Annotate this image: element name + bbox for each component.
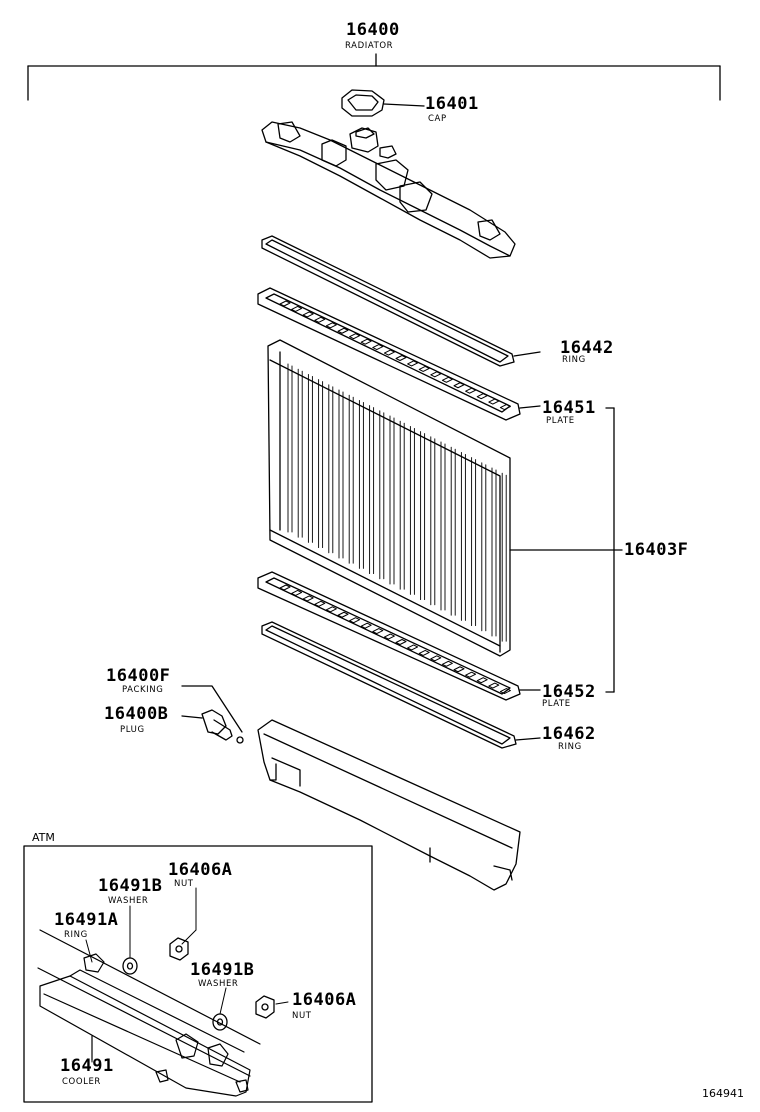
core-part-number: 16403F bbox=[624, 540, 689, 560]
plate-upper-part-name: PLATE bbox=[546, 416, 575, 426]
atm-nut-2-part-number: 16406A bbox=[292, 990, 357, 1010]
atm-title: ATM bbox=[32, 831, 55, 844]
atm-nut-1-part-name: NUT bbox=[174, 879, 194, 889]
radiator-core-icon bbox=[267, 339, 511, 657]
diagram-id: 164941 bbox=[702, 1087, 744, 1100]
radiator-bracket bbox=[27, 53, 721, 101]
upper-tank-icon bbox=[261, 121, 516, 259]
atm-nut-2-part-name: NUT bbox=[292, 1011, 312, 1021]
atm-cooler-part-name: COOLER bbox=[62, 1077, 101, 1087]
ring-upper-part-name: RING bbox=[562, 355, 586, 365]
lower-tank-icon bbox=[257, 719, 521, 891]
washer-icon bbox=[122, 957, 228, 1031]
atm-leaders bbox=[85, 887, 289, 1063]
radiator-part-name: RADIATOR bbox=[345, 41, 394, 51]
lower-ring-icon bbox=[261, 621, 541, 749]
ring-lower-part-number: 16462 bbox=[542, 724, 596, 744]
plug-part-number: 16400B bbox=[104, 704, 169, 724]
cap-part-number: 16401 bbox=[425, 94, 479, 114]
plate-lower-part-name: PLATE bbox=[542, 699, 571, 709]
plate-upper-part-number: 16451 bbox=[542, 398, 596, 418]
atm-box bbox=[23, 845, 373, 1103]
packing-leader bbox=[181, 685, 243, 733]
plate-lower-part-number: 16452 bbox=[542, 682, 596, 702]
packing-part-number: 16400F bbox=[106, 666, 171, 686]
cap-icon bbox=[341, 89, 425, 117]
nut-icon bbox=[169, 937, 275, 1019]
atm-ring-part-name: RING bbox=[64, 930, 88, 940]
upper-plate-icon bbox=[257, 287, 541, 421]
upper-ring-icon bbox=[261, 235, 541, 367]
radiator-part-number: 16400 bbox=[346, 20, 400, 40]
core-bracket bbox=[509, 407, 623, 693]
atm-ring-part-number: 16491A bbox=[54, 910, 119, 930]
plug-part-name: PLUG bbox=[120, 725, 145, 735]
atm-washer-2-part-name: WASHER bbox=[198, 979, 239, 989]
oil-cooler-icon bbox=[37, 929, 261, 1097]
atm-washer-1-part-name: WASHER bbox=[108, 896, 149, 906]
atm-washer-2-part-number: 16491B bbox=[190, 960, 255, 980]
packing-part-name: PACKING bbox=[122, 685, 164, 695]
ring-upper-part-number: 16442 bbox=[560, 338, 614, 358]
atm-cooler-part-number: 16491 bbox=[60, 1056, 114, 1076]
atm-washer-1-part-number: 16491B bbox=[98, 876, 163, 896]
cap-part-name: CAP bbox=[428, 114, 447, 124]
plug-icon bbox=[181, 709, 244, 744]
atm-nut-1-part-number: 16406A bbox=[168, 860, 233, 880]
ring-lower-part-name: RING bbox=[558, 742, 582, 752]
lower-plate-icon bbox=[257, 571, 541, 701]
